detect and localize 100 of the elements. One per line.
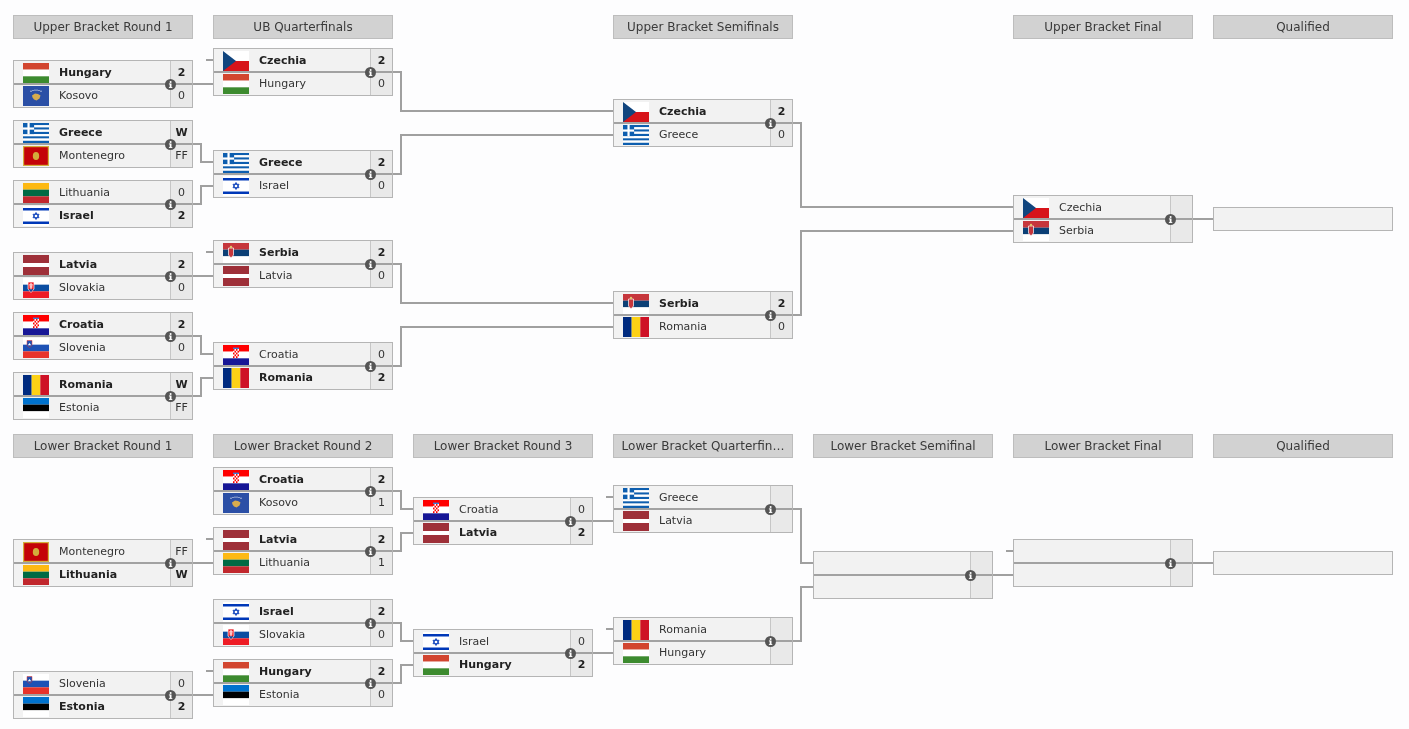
score: 2 bbox=[577, 658, 586, 671]
bracket-line bbox=[392, 490, 414, 510]
bracket-line bbox=[205, 251, 214, 253]
bracket-line bbox=[192, 143, 214, 163]
team-name: Greece bbox=[659, 128, 699, 141]
team-name: Greece bbox=[59, 126, 103, 139]
team-name: Kosovo bbox=[259, 496, 299, 509]
score: 2 bbox=[377, 665, 386, 678]
score: 0 bbox=[778, 128, 785, 141]
round-header: Upper Bracket Semifinals bbox=[613, 15, 793, 39]
match-box bbox=[213, 240, 393, 288]
bracket-line bbox=[392, 622, 414, 642]
round-header: UB Quarterfinals bbox=[213, 15, 393, 39]
score: FF bbox=[175, 149, 188, 162]
score: 2 bbox=[377, 533, 386, 546]
bracket-line bbox=[592, 652, 614, 654]
bracket-line bbox=[192, 694, 214, 696]
round-header: Lower Bracket Quarterfin… bbox=[613, 434, 793, 458]
score: W bbox=[175, 568, 188, 581]
score: 0 bbox=[178, 341, 185, 354]
team-name: Serbia bbox=[1059, 224, 1095, 237]
match-box bbox=[13, 671, 193, 719]
bracket-line bbox=[792, 508, 814, 564]
match-box bbox=[213, 48, 393, 96]
score: 0 bbox=[578, 503, 585, 516]
score: 2 bbox=[377, 156, 386, 169]
qualified-slot bbox=[1213, 551, 1393, 575]
score: 0 bbox=[178, 281, 185, 294]
match-box bbox=[13, 252, 193, 300]
round-header: Qualified bbox=[1213, 15, 1393, 39]
bracket-line bbox=[192, 185, 214, 205]
team-name: Estonia bbox=[259, 688, 300, 701]
match-box bbox=[213, 659, 393, 707]
bracket-line bbox=[205, 670, 214, 672]
score: 0 bbox=[578, 635, 585, 648]
bracket-line bbox=[1192, 562, 1214, 564]
round-header: Lower Bracket Round 2 bbox=[213, 434, 393, 458]
match-box bbox=[613, 291, 793, 339]
bracket-line bbox=[392, 134, 614, 175]
bracket-line bbox=[392, 71, 614, 112]
team-name: Czechia bbox=[1059, 201, 1103, 214]
team-name: Slovenia bbox=[59, 677, 106, 690]
score: 1 bbox=[378, 556, 385, 569]
match-box bbox=[13, 120, 193, 168]
team-name: Lithuania bbox=[59, 186, 110, 199]
team-name: Hungary bbox=[59, 66, 112, 79]
team-name: Greece bbox=[659, 491, 699, 504]
match-box bbox=[13, 312, 193, 360]
score: 2 bbox=[177, 258, 186, 271]
score: 0 bbox=[378, 179, 385, 192]
match-box bbox=[613, 485, 793, 533]
bracket-line bbox=[192, 562, 214, 564]
team-name: Romania bbox=[659, 320, 708, 333]
score: 0 bbox=[178, 186, 185, 199]
team-name: Estonia bbox=[59, 700, 105, 713]
bracket-line bbox=[205, 538, 214, 540]
match-box bbox=[213, 150, 393, 198]
score: 2 bbox=[177, 318, 186, 331]
match-box bbox=[213, 599, 393, 647]
match-box bbox=[213, 342, 393, 390]
round-header: Qualified bbox=[1213, 434, 1393, 458]
team-name: Latvia bbox=[459, 526, 498, 539]
score: W bbox=[175, 378, 188, 391]
match-box bbox=[13, 60, 193, 108]
team-name: Slovenia bbox=[59, 341, 106, 354]
team-name: Serbia bbox=[259, 246, 299, 259]
match-box bbox=[413, 629, 593, 677]
bracket-line bbox=[192, 83, 214, 85]
score: FF bbox=[175, 545, 188, 558]
match-box bbox=[813, 551, 993, 599]
round-header: Lower Bracket Round 3 bbox=[413, 434, 593, 458]
round-header: Upper Bracket Round 1 bbox=[13, 15, 193, 39]
team-name: Kosovo bbox=[59, 89, 99, 102]
team-name: Hungary bbox=[659, 646, 706, 659]
team-name: Romania bbox=[659, 623, 708, 636]
score: 2 bbox=[177, 209, 186, 222]
team-name: Croatia bbox=[259, 473, 304, 486]
score: 0 bbox=[378, 269, 385, 282]
score: 0 bbox=[378, 688, 385, 701]
team-name: Israel bbox=[59, 209, 94, 222]
team-name: Czechia bbox=[659, 105, 707, 118]
team-name: Croatia bbox=[259, 348, 299, 361]
team-name: Estonia bbox=[59, 401, 100, 414]
team-name: Slovakia bbox=[259, 628, 306, 641]
bracket-line bbox=[392, 664, 414, 684]
team-name: Lithuania bbox=[259, 556, 310, 569]
team-name: Montenegro bbox=[59, 545, 125, 558]
bracket-line bbox=[792, 230, 1014, 316]
team-name: Romania bbox=[259, 371, 313, 384]
team-name: Hungary bbox=[459, 658, 512, 671]
score: 2 bbox=[377, 605, 386, 618]
match-box bbox=[213, 467, 393, 515]
round-header: Lower Bracket Round 1 bbox=[13, 434, 193, 458]
bracket-line bbox=[1005, 550, 1014, 552]
round-header: Lower Bracket Semifinal bbox=[813, 434, 993, 458]
match-box bbox=[213, 527, 393, 575]
score: 2 bbox=[577, 526, 586, 539]
score: 2 bbox=[177, 66, 186, 79]
bracket-line bbox=[392, 263, 614, 304]
score: 2 bbox=[777, 297, 786, 310]
